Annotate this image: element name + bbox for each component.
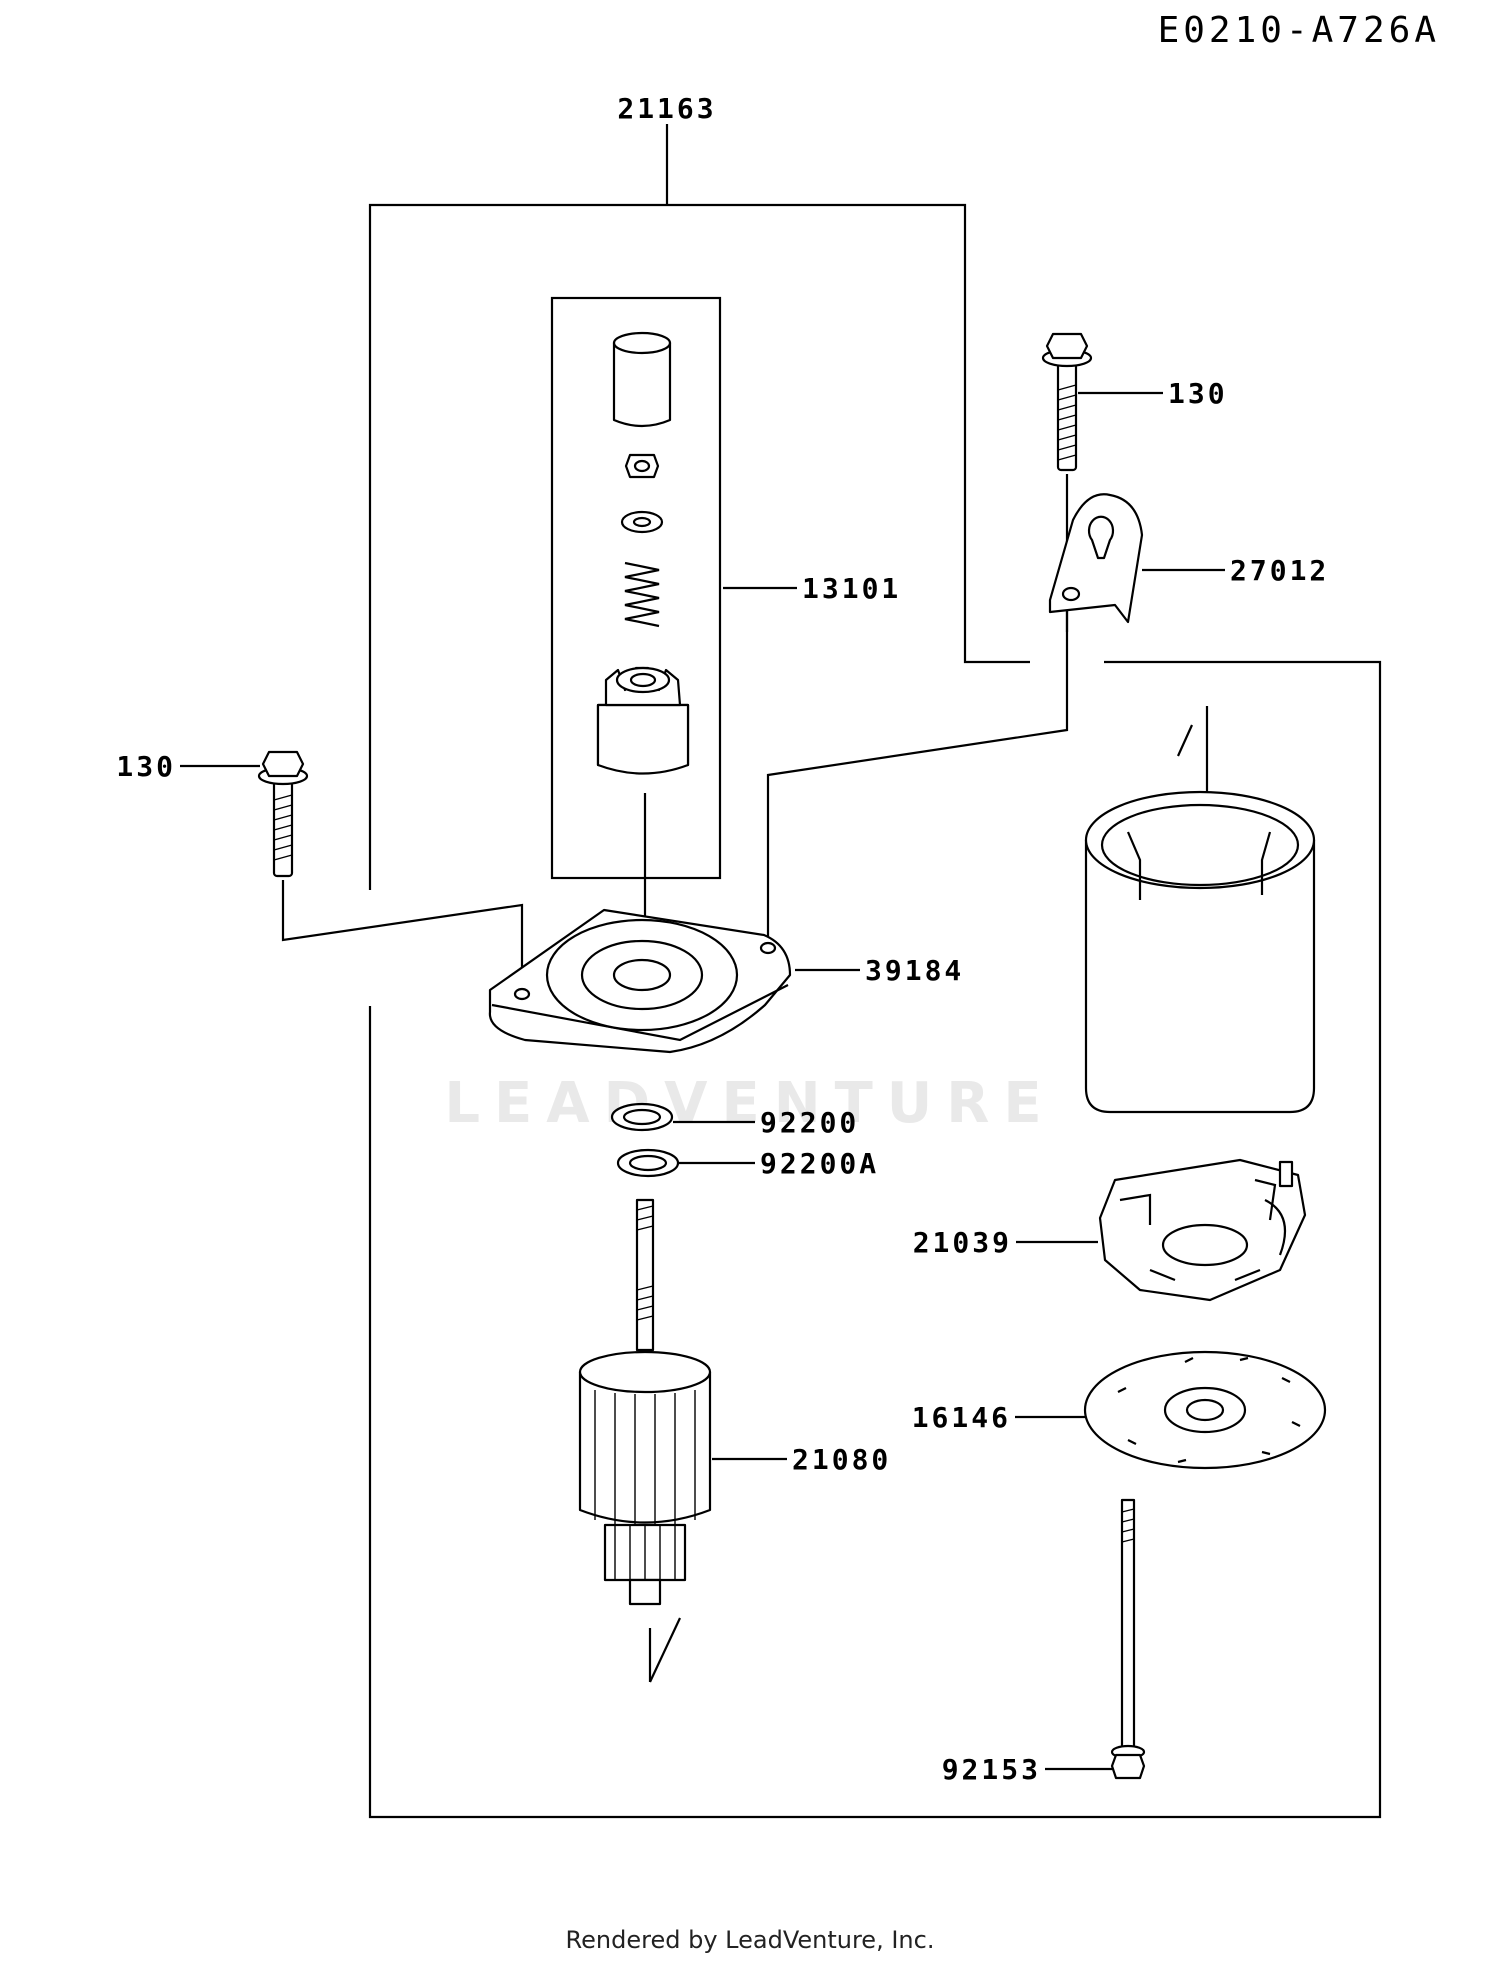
callout-92200A: 92200A	[760, 1147, 879, 1180]
callout-39184: 39184	[865, 954, 964, 987]
through-bolt-part	[1110, 1498, 1146, 1780]
callout-92200: 92200	[760, 1106, 859, 1139]
callout-130-top: 130	[1168, 377, 1228, 410]
armature-part	[578, 1198, 712, 1606]
diagram-code: E0210-A726A	[1158, 10, 1440, 51]
callout-130-left: 130	[116, 750, 176, 783]
plate-part	[1083, 1350, 1327, 1470]
bracket-part	[1048, 493, 1144, 624]
callout-13101: 13101	[802, 572, 901, 605]
footer-credit: Rendered by LeadVenture, Inc.	[566, 1926, 935, 1954]
watermark: LEADVENTURE	[444, 1071, 1055, 1136]
callout-21163: 21163	[617, 92, 716, 125]
bolt-top-part	[1041, 332, 1093, 472]
bolt-left-part	[257, 750, 309, 878]
callout-27012: 27012	[1230, 554, 1329, 587]
cover-part	[488, 908, 792, 1054]
callout-16146: 16146	[912, 1401, 1011, 1434]
callout-92153: 92153	[942, 1753, 1041, 1786]
brush-holder-part	[1098, 1158, 1307, 1302]
yoke-housing-part	[1084, 790, 1316, 1114]
washers-part	[610, 1102, 680, 1178]
drive-kit-parts	[596, 331, 690, 775]
callout-21080: 21080	[792, 1443, 891, 1476]
leader-lines	[180, 391, 1225, 1771]
callout-21039: 21039	[913, 1226, 1012, 1259]
